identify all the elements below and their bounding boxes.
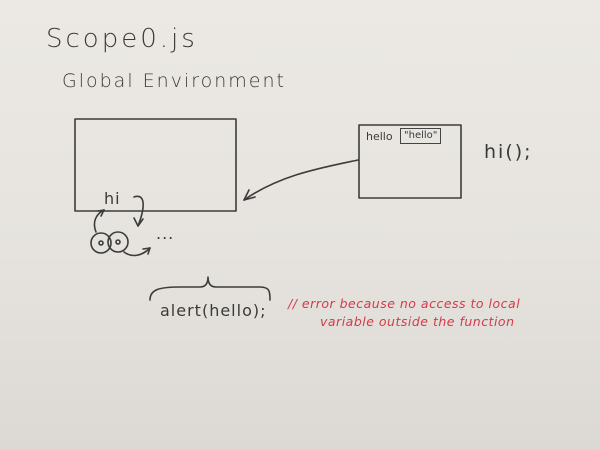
hello-variable-value: "hello" — [400, 128, 442, 144]
function-code-arrowhead — [142, 247, 151, 255]
hi-binding-arrowhead — [133, 217, 144, 227]
curly-brace — [149, 276, 271, 301]
error-note-line-1: // error because no access to local — [288, 296, 521, 311]
environment-heading: Global Environment — [62, 70, 286, 92]
global-environment-box — [74, 118, 237, 212]
function-body-ellipsis: ... — [156, 224, 175, 243]
alert-statement: alert(hello); — [160, 301, 267, 320]
page-title: Scope0.js — [46, 24, 198, 54]
hi-binding-label: hi — [104, 189, 121, 208]
outer-scope-arrowhead — [243, 189, 256, 201]
hi-binding-arrow — [133, 195, 144, 227]
function-call-text: hi(); — [484, 141, 533, 163]
function-env-arrow — [93, 209, 105, 233]
function-environment-box — [358, 124, 462, 199]
error-note-line-2: variable outside the function — [320, 314, 515, 329]
function-env-arrowhead — [97, 209, 105, 217]
hello-variable-name: hello — [366, 130, 393, 143]
function-code-arrow — [123, 247, 151, 257]
function-object-icon — [90, 231, 129, 254]
outer-scope-arrow — [243, 159, 359, 201]
